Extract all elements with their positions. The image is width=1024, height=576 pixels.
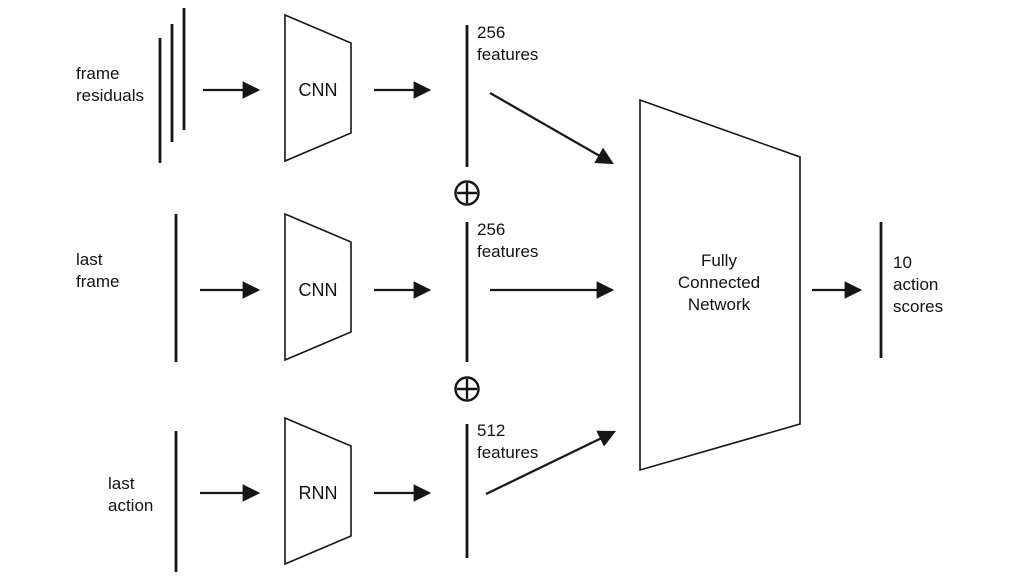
rnn-block-label: RNN [299, 483, 338, 503]
concat-plus-icon [454, 376, 480, 402]
input-label-frame-residuals-line2: residuals [76, 86, 144, 105]
fully-connected-network-block: Fully Connected Network [639, 98, 801, 472]
fcn-label-line1: Fully [701, 251, 737, 270]
cnn-block-mid-label: CNN [299, 280, 338, 300]
features-top-label-line2: features [477, 45, 538, 64]
features-mid-label-line2: features [477, 242, 538, 261]
features-top-label-line1: 256 [477, 23, 505, 42]
arrow-features-bottom-to-fcn [485, 430, 616, 495]
output-section: 10 action scores [812, 222, 943, 358]
row-last-action: last action RNN 512 features [108, 416, 616, 572]
input-label-last-action-line1: last [108, 474, 135, 493]
row-frame-residuals: frame residuals CNN 256 features [76, 8, 614, 167]
output-label-line2: action [893, 275, 938, 294]
input-label-frame-residuals-line1: frame [76, 64, 119, 83]
concat-plus-icon [454, 180, 480, 206]
arrow-features-top-to-fcn [489, 92, 614, 165]
rnn-block [284, 416, 352, 566]
cnn-block-top-label: CNN [299, 80, 338, 100]
features-mid-label-line1: 256 [477, 220, 505, 239]
row-last-frame: last frame CNN 256 features [76, 212, 615, 362]
fcn-trapezoid [639, 98, 801, 472]
input-label-last-frame-line1: last [76, 250, 103, 269]
input-label-last-action-line2: action [108, 496, 153, 515]
output-label-line1: 10 [893, 253, 912, 272]
fcn-label-line3: Network [688, 295, 751, 314]
output-label-line3: scores [893, 297, 943, 316]
features-bottom-label-line2: features [477, 443, 538, 462]
cnn-block-top [284, 13, 352, 163]
input-label-last-frame-line2: frame [76, 272, 119, 291]
fcn-label-line2: Connected [678, 273, 760, 292]
features-bottom-label-line1: 512 [477, 421, 505, 440]
cnn-block-mid [284, 212, 352, 362]
